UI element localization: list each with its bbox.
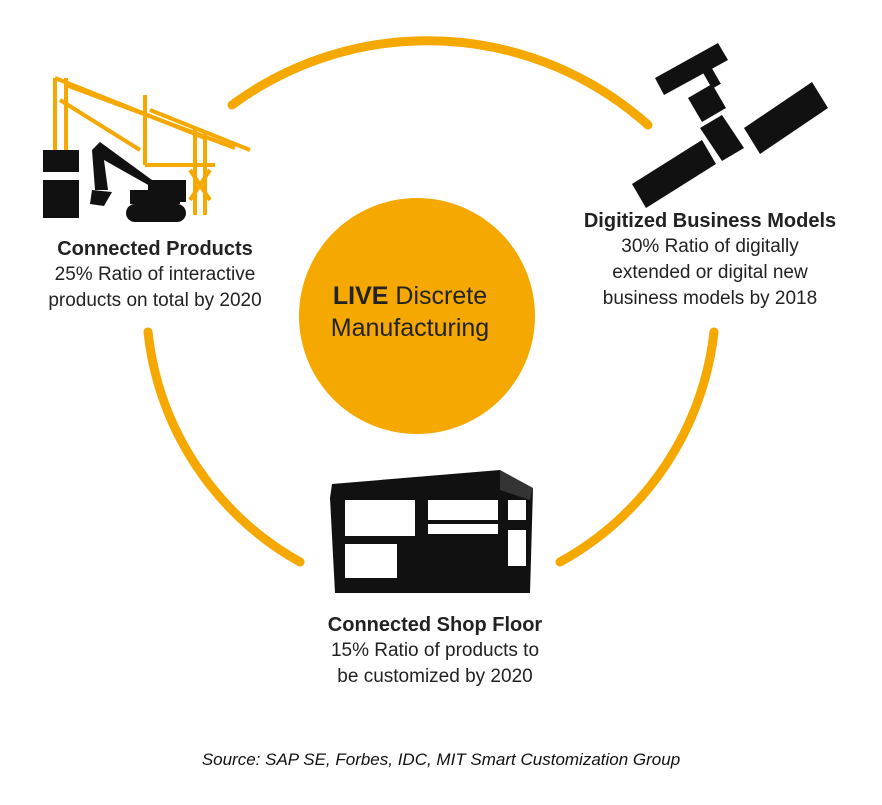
center-line2: Manufacturing xyxy=(330,314,490,342)
ring-arc-top xyxy=(227,36,653,130)
connected-shop-floor-block: Connected Shop Floor 15% Ratio of produc… xyxy=(290,612,580,690)
connected-products-block: Connected Products 25% Ratio of interact… xyxy=(10,236,300,314)
ring-arc-right xyxy=(555,327,719,567)
connected-products-title: Connected Products xyxy=(57,238,253,260)
connected-shop-floor-line2: be customized by 2020 xyxy=(337,666,533,687)
source-caption: Source: SAP SE, Forbes, IDC, MIT Smart C… xyxy=(201,750,681,769)
center-word: Discrete xyxy=(395,282,488,310)
connected-shop-floor-line1: 15% Ratio of products to xyxy=(330,640,540,661)
satellite-icon xyxy=(632,43,828,208)
connected-shop-floor-title: Connected Shop Floor xyxy=(327,614,543,636)
digitized-business-models-line2: extended or digital new xyxy=(612,262,808,283)
ring-arc-left xyxy=(143,327,305,567)
center-label: LIVE Discrete Manufacturing xyxy=(300,280,520,344)
center-bold-word: LIVE xyxy=(332,282,389,310)
connected-products-line1: 25% Ratio of interactive xyxy=(54,264,256,285)
digitized-business-models-title: Digitized Business Models xyxy=(583,210,837,232)
digitized-business-models-block: Digitized Business Models 30% Ratio of d… xyxy=(560,208,860,312)
connected-products-line2: products on total by 2020 xyxy=(48,290,262,311)
building-icon xyxy=(330,470,533,593)
digitized-business-models-line3: business models by 2018 xyxy=(602,288,818,309)
digitized-business-models-line1: 30% Ratio of digitally xyxy=(621,236,799,257)
crane-excavator-icon xyxy=(43,76,251,222)
center-circle xyxy=(299,198,535,434)
